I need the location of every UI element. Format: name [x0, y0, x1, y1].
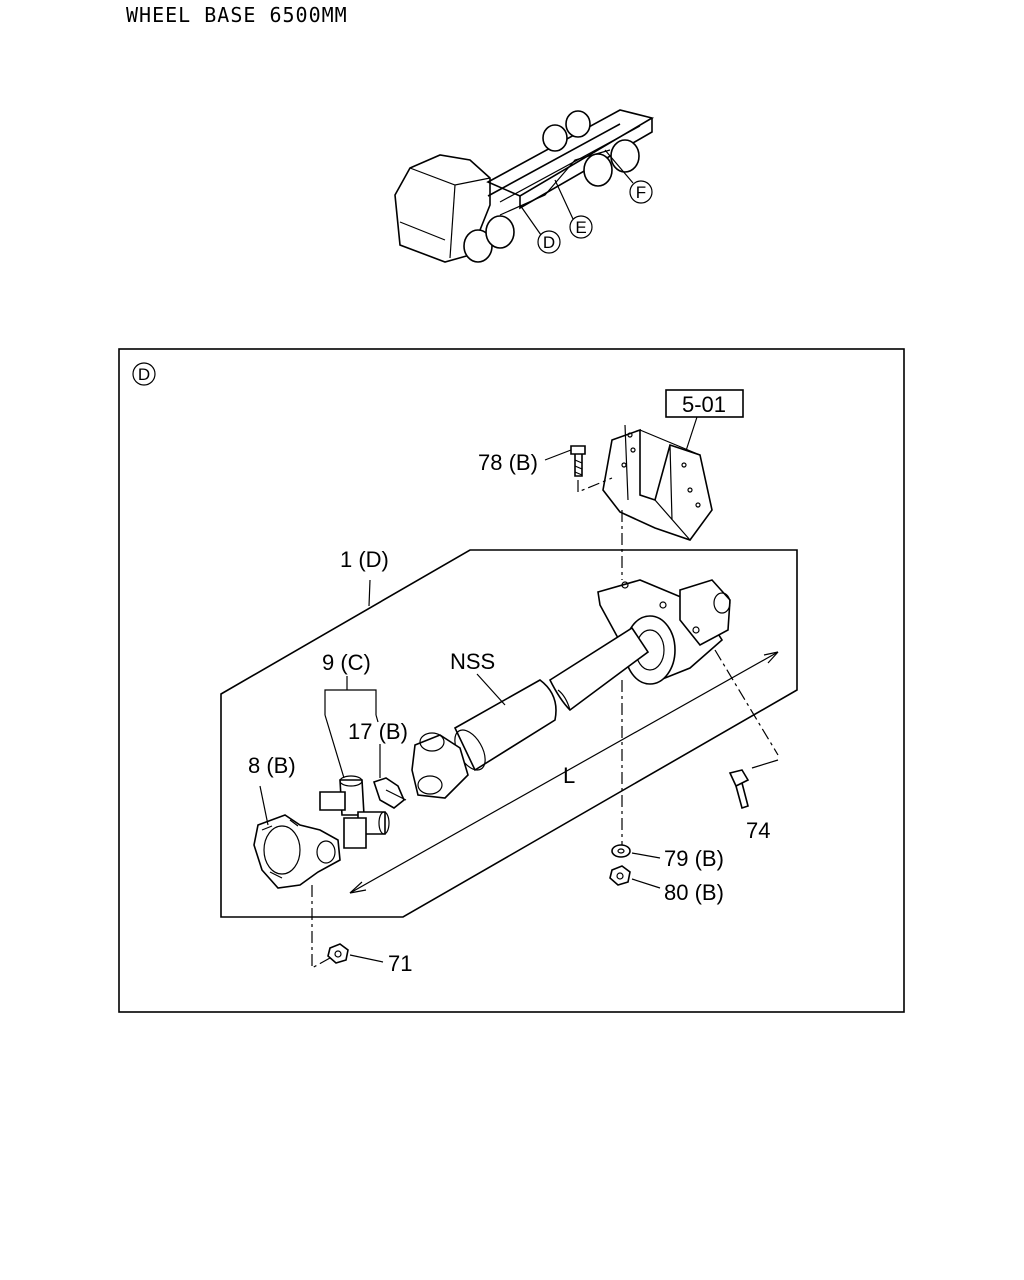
svg-text:F: F [636, 183, 646, 202]
nut-71 [311, 885, 384, 970]
frame-bracket [602, 424, 713, 541]
svg-text:D: D [138, 365, 150, 384]
detail-frame [118, 348, 905, 1013]
flange-yoke-8 [253, 814, 341, 889]
label-9: 9 (C) [322, 650, 371, 675]
label-l: L [563, 763, 575, 788]
svg-text:E: E [575, 218, 586, 237]
washer-79 [611, 844, 661, 859]
leader-1 [368, 579, 371, 607]
nss-shaft [453, 679, 557, 772]
svg-text:D: D [543, 233, 555, 252]
universal-joint [319, 775, 390, 849]
leader-nss [476, 673, 506, 706]
label-8: 8 (B) [248, 753, 296, 778]
bolt-74 [728, 759, 779, 810]
dimension-l [349, 649, 779, 894]
label-79: 79 (B) [664, 846, 724, 871]
label-17: 17 (B) [348, 719, 408, 744]
label-74: 74 [746, 818, 770, 843]
rear-shaft [548, 626, 650, 712]
bolt-78 [544, 445, 613, 493]
label-80: 80 (B) [664, 880, 724, 905]
truck-overview [394, 109, 655, 263]
detail-view-label: D [132, 362, 156, 386]
nut-80 [609, 865, 661, 889]
slip-yoke [411, 732, 469, 799]
label-78: 78 (B) [478, 450, 538, 475]
reference-box: 5-01 [665, 389, 744, 461]
callout-f-overview: F [629, 180, 653, 204]
leader-9 [324, 676, 379, 779]
label-nss: NSS [450, 649, 495, 674]
label-1: 1 (D) [340, 547, 389, 572]
page-title: WHEEL BASE 6500MM [126, 3, 348, 27]
grease-nipple-17 [372, 777, 407, 809]
leader-8 [259, 785, 269, 826]
label-71: 71 [388, 951, 412, 976]
assembly-outline [220, 549, 798, 918]
svg-text:5-01: 5-01 [682, 392, 726, 417]
callout-d-overview: D [537, 230, 561, 254]
callout-e-overview: E [569, 215, 593, 239]
